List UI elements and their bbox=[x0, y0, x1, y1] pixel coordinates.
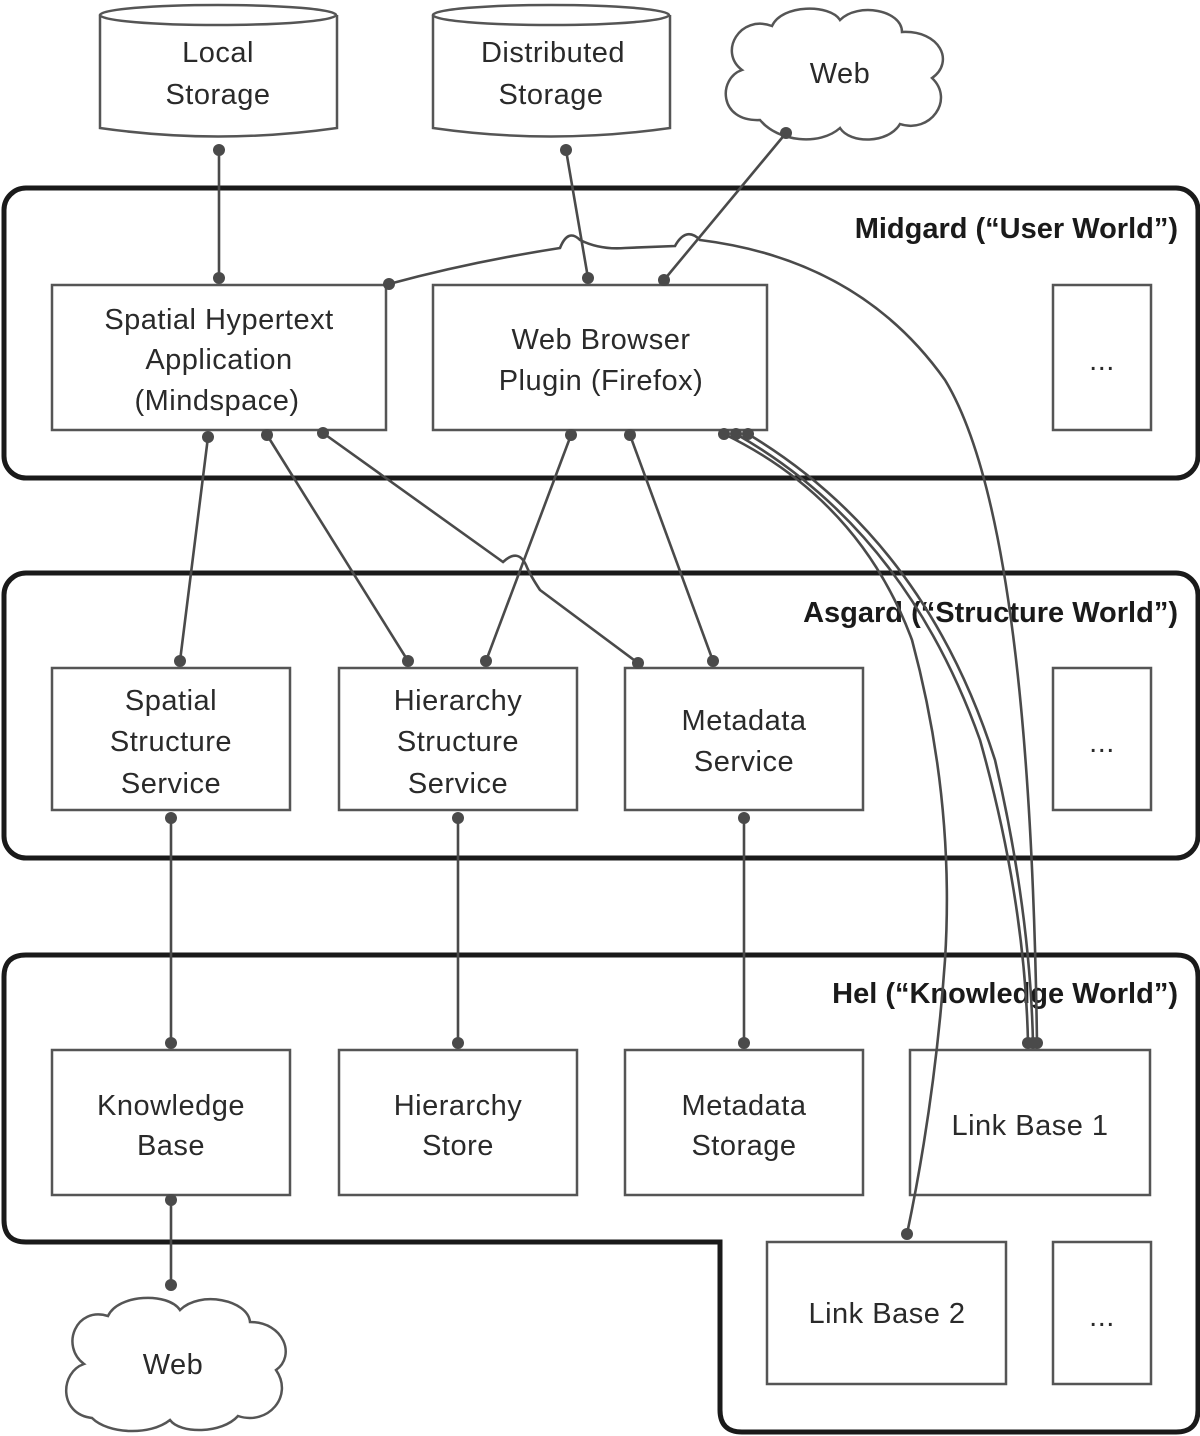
hierarchy-structure-label-line-2: Structure bbox=[397, 726, 519, 758]
conn-spatial-app-to-hierarchy-service bbox=[265, 434, 410, 662]
link-base-2-label: Link Base 2 bbox=[808, 1298, 965, 1330]
hierarchy-store-label-line-2: Store bbox=[422, 1130, 494, 1162]
web-cloud-top: Web bbox=[724, 7, 944, 141]
link-base-1-node: Link Base 1 bbox=[908, 1048, 1152, 1197]
hierarchy-structure-label-line-1: Hierarchy bbox=[394, 685, 523, 717]
metadata-storage-label-line-2: Storage bbox=[691, 1130, 796, 1162]
midgard-more-node: ... bbox=[1051, 283, 1153, 432]
distributed-storage-label-line-2: Storage bbox=[498, 79, 603, 111]
local-storage-label-line-2: Storage bbox=[165, 79, 270, 111]
knowledge-base-node: Knowledge Base bbox=[50, 1048, 292, 1197]
hel-more-label: ... bbox=[1089, 1301, 1115, 1333]
web-browser-label-line-2: Plugin (Firefox) bbox=[499, 365, 704, 397]
metadata-service-label-line-2: Service bbox=[694, 746, 794, 778]
conn-distributed-storage-to-browser bbox=[564, 149, 590, 279]
hel-more-node: ... bbox=[1051, 1240, 1153, 1386]
spatial-hypertext-label-line-2: Application bbox=[145, 344, 292, 376]
midgard-layer-title: Midgard (“User World”) bbox=[855, 213, 1178, 245]
spatial-hypertext-application-node: Spatial Hypertext Application (Mindspace… bbox=[50, 283, 388, 432]
conn-browser-to-link-base-2 bbox=[723, 432, 949, 1235]
spatial-structure-service-node: Spatial Structure Service bbox=[50, 666, 292, 812]
spatial-structure-label-line-2: Structure bbox=[110, 726, 232, 758]
asgard-layer-frame bbox=[1, 570, 1200, 861]
asgard-more-node: ... bbox=[1051, 666, 1153, 812]
conn-web-to-browser bbox=[662, 132, 788, 281]
link-base-2-node: Link Base 2 bbox=[765, 1240, 1008, 1386]
spatial-hypertext-label-line-3: (Mindspace) bbox=[134, 385, 299, 417]
conn-spatial-app-to-link-base-1 bbox=[388, 232, 1039, 1044]
local-storage-label-line-1: Local bbox=[182, 37, 254, 69]
metadata-service-node: Metadata Service bbox=[623, 666, 865, 812]
spatial-structure-label-line-1: Spatial bbox=[125, 685, 217, 717]
midgard-more-label: ... bbox=[1089, 345, 1115, 377]
hierarchy-store-label-line-1: Hierarchy bbox=[394, 1090, 523, 1122]
metadata-service-label-line-1: Metadata bbox=[682, 705, 807, 737]
hel-layer-title: Hel (“Knowledge World”) bbox=[832, 978, 1178, 1010]
asgard-more-label: ... bbox=[1089, 727, 1115, 759]
hierarchy-structure-service-node: Hierarchy Structure Service bbox=[337, 666, 579, 812]
spatial-structure-label-line-3: Service bbox=[121, 768, 221, 800]
hierarchy-store-node: Hierarchy Store bbox=[337, 1048, 579, 1197]
conn-browser-to-metadata-service bbox=[628, 434, 715, 662]
conn-spatial-app-to-metadata-service bbox=[322, 431, 639, 665]
web-bottom-label: Web bbox=[143, 1349, 204, 1381]
web-browser-label-line-1: Web Browser bbox=[511, 324, 690, 356]
distributed-storage-node: Distributed Storage bbox=[431, 3, 672, 138]
link-base-1-label: Link Base 1 bbox=[951, 1110, 1108, 1142]
conn-browser-to-link-base-1-b bbox=[747, 432, 1035, 1044]
knowledge-base-label-line-1: Knowledge bbox=[97, 1090, 245, 1122]
web-browser-plugin-node: Web Browser Plugin (Firefox) bbox=[431, 283, 769, 432]
connection-dots bbox=[165, 127, 1043, 1291]
asgard-layer-title: Asgard (“Structure World”) bbox=[803, 597, 1178, 629]
local-storage-node: Local Storage bbox=[98, 3, 339, 138]
distributed-storage-label-line-1: Distributed bbox=[481, 37, 625, 69]
web-top-label: Web bbox=[810, 58, 871, 90]
knowledge-base-label-line-2: Base bbox=[137, 1130, 205, 1162]
conn-browser-to-hierarchy-service bbox=[484, 434, 573, 662]
conn-spatial-app-to-spatial-service bbox=[178, 436, 210, 662]
metadata-storage-node: Metadata Storage bbox=[623, 1048, 865, 1197]
web-cloud-bottom: Web bbox=[64, 1296, 287, 1433]
connectors bbox=[169, 132, 1039, 1285]
hierarchy-structure-label-line-3: Service bbox=[408, 768, 508, 800]
conn-browser-to-link-base-1-a bbox=[735, 432, 1030, 1044]
metadata-storage-label-line-1: Metadata bbox=[682, 1090, 807, 1122]
spatial-hypertext-label-line-1: Spatial Hypertext bbox=[104, 304, 333, 336]
